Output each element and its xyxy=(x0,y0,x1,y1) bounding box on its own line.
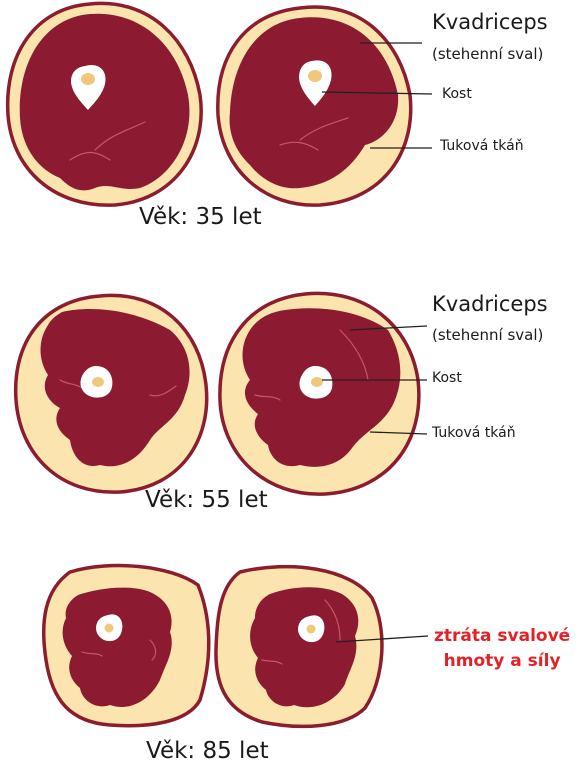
marrow-left-85 xyxy=(105,624,114,633)
muscle-loss-line-1: ztráta svalové xyxy=(434,624,570,649)
row-age-85 xyxy=(44,566,428,727)
marrow-left-35 xyxy=(81,73,95,85)
marrow-right-35 xyxy=(308,70,322,82)
row-age-55 xyxy=(16,293,427,494)
label-fat: Tuková tkáň xyxy=(440,138,524,154)
label-quadriceps-sub: (stehenní sval) xyxy=(432,45,543,63)
muscle-loss-line-2: hmoty a síly xyxy=(434,649,570,674)
marrow-right-55 xyxy=(311,377,323,387)
label-fat: Tuková tkáň xyxy=(432,425,516,441)
age-label: Věk: 85 let xyxy=(146,738,269,764)
marrow-left-55 xyxy=(92,377,104,387)
marrow-right-85 xyxy=(307,625,316,634)
row-age-35 xyxy=(8,3,432,205)
label-quadriceps-sub: (stehenní sval) xyxy=(432,326,543,344)
label-quadriceps: Kvadriceps xyxy=(432,10,548,34)
age-label: Věk: 55 let xyxy=(145,487,268,513)
label-bone: Kost xyxy=(442,86,472,102)
muscle-loss-label: ztráta svalové hmoty a síly xyxy=(434,624,570,674)
label-bone: Kost xyxy=(432,370,462,386)
age-label: Věk: 35 let xyxy=(139,204,262,230)
label-quadriceps: Kvadriceps xyxy=(432,292,548,316)
